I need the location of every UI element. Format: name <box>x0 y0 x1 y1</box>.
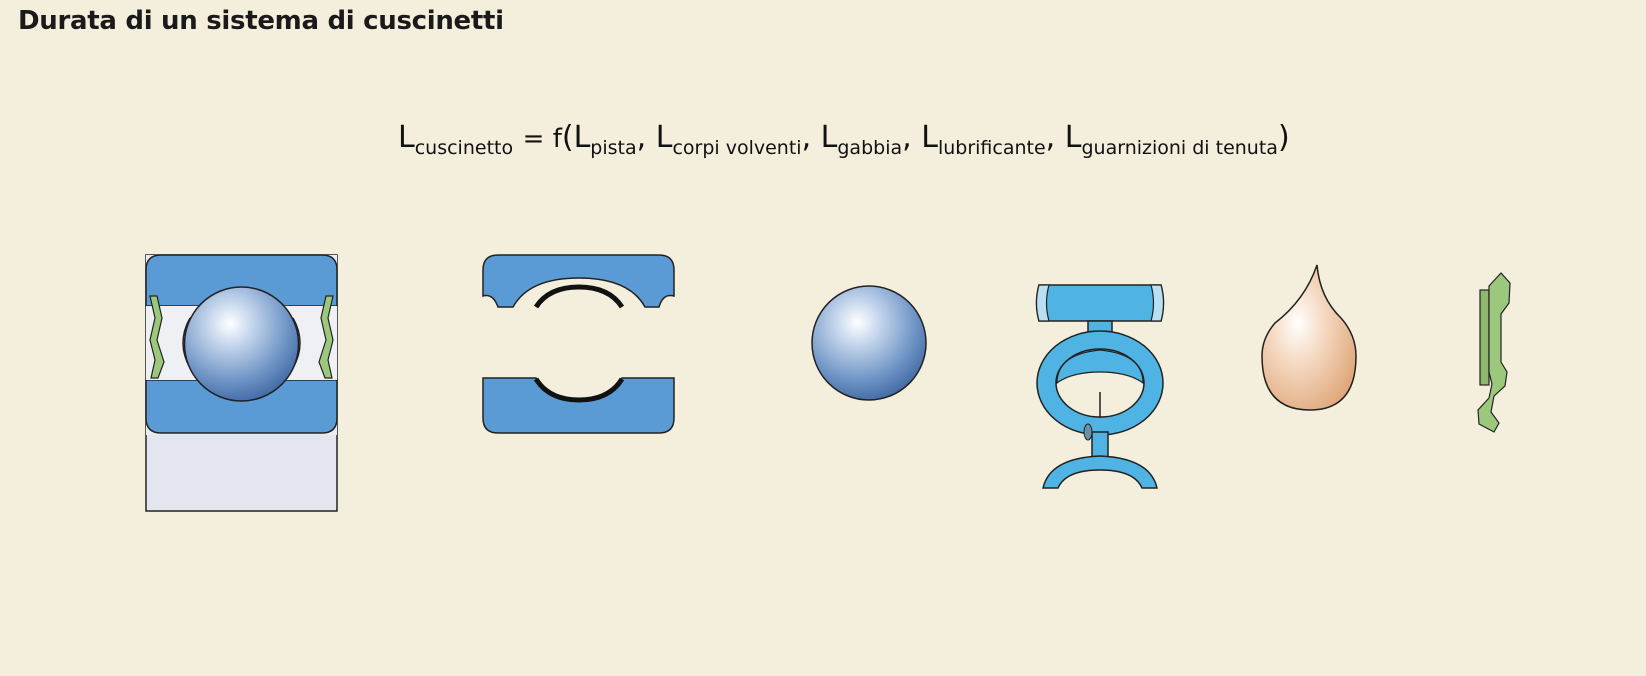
bearing-life-formula: Lcuscinetto = f(Lpista, Lcorpi volventi,… <box>398 118 1290 168</box>
formula-lhs-subscript: cuscinetto <box>414 137 514 159</box>
formula-equals: = f <box>522 124 562 154</box>
formula-close-paren: ) <box>1277 120 1290 155</box>
bearing-cross-section-icon <box>145 254 338 512</box>
raceways-icon <box>482 254 675 434</box>
page-title: Durata di un sistema di cuscinetti <box>18 6 504 36</box>
formula-term-cage-symbol: L <box>820 120 838 155</box>
formula-open-paren: ( <box>561 120 574 155</box>
lubricant-drop-icon <box>1261 264 1357 411</box>
formula-separator: , <box>1045 120 1056 155</box>
formula-term-raceway-subscript: pista <box>590 137 637 159</box>
rolling-element-ball-icon <box>811 285 927 401</box>
formula-term-rolling-elements-subscript: corpi volventi <box>672 137 802 159</box>
formula-separator: , <box>636 120 647 155</box>
formula-term-seals-subscript: guarnizioni di tenuta <box>1081 137 1278 159</box>
formula-separator: , <box>902 120 912 155</box>
formula-term-seals-symbol: L <box>1064 120 1082 155</box>
formula-term-rolling-elements-symbol: L <box>655 120 673 155</box>
formula-lhs-symbol: L <box>398 120 415 155</box>
cage-icon <box>1035 284 1165 489</box>
formula-term-raceway-symbol: L <box>573 120 591 155</box>
formula-term-lubricant-subscript: lubrificante <box>937 137 1046 159</box>
formula-term-cage-subscript: gabbia <box>837 137 903 159</box>
formula-separator: , <box>801 120 812 155</box>
formula-term-lubricant-symbol: L <box>921 120 938 155</box>
seal-icon <box>1477 272 1511 433</box>
